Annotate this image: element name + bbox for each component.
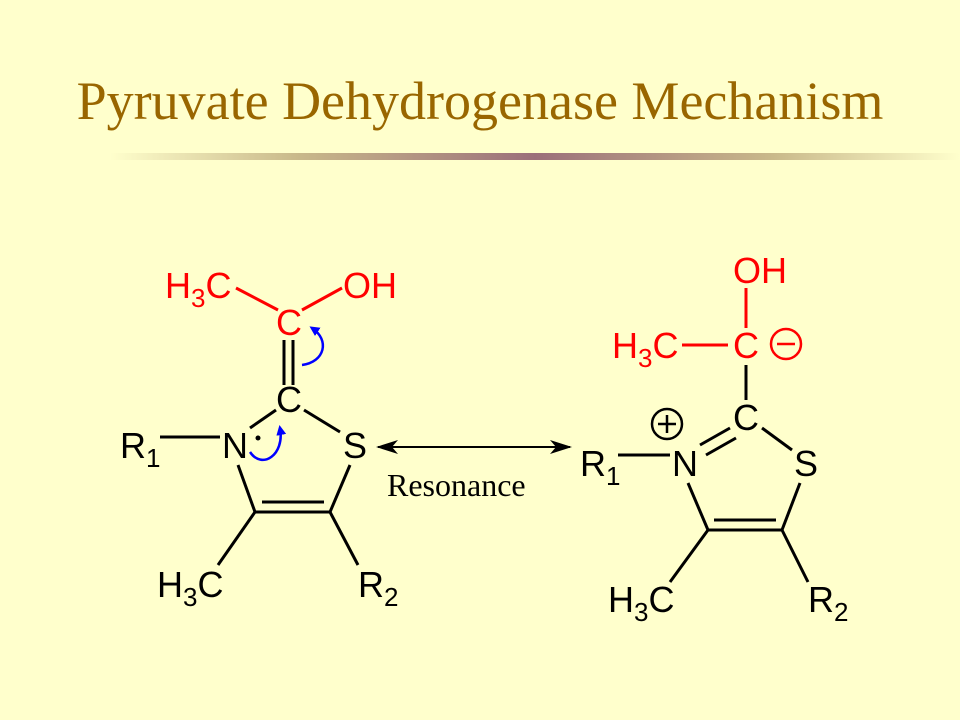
left-structure: H3C OH C C N S R1 H3C R2	[120, 265, 398, 612]
right-positive-charge-icon	[650, 407, 684, 441]
right-bond-c2-n-b	[705, 436, 737, 457]
left-bond-c4-ch3	[216, 511, 257, 566]
left-c-alpha: C	[276, 302, 302, 343]
resonance-arrow-group: Resonance	[376, 440, 572, 503]
right-c2: C	[733, 397, 759, 438]
title-divider	[110, 153, 960, 160]
right-bond-s-c5	[780, 482, 802, 531]
left-h3c-top: H3C	[165, 265, 231, 313]
left-n-dot	[255, 435, 261, 441]
right-bond-c4-ch3	[668, 529, 710, 583]
left-bond-s-c5	[328, 464, 352, 513]
left-bond-n-c4	[236, 464, 257, 513]
right-c-alpha: C	[733, 325, 759, 366]
left-r2: R2	[358, 564, 398, 612]
right-h3c-top: H3C	[612, 325, 678, 373]
left-h3c-bottom: H3C	[157, 564, 223, 612]
left-s: S	[343, 425, 367, 466]
right-r1: R1	[580, 443, 620, 491]
left-c2: C	[276, 379, 302, 420]
right-oh: OH	[733, 250, 787, 291]
left-r1: R1	[120, 425, 160, 473]
left-bond-h3c-c	[235, 286, 279, 312]
right-structure: OH H3C C C N S R1 H3C R2	[580, 250, 848, 627]
right-bond-c2-s	[761, 426, 793, 452]
left-n: N	[222, 425, 248, 466]
left-bond-c5-r2	[328, 511, 360, 566]
right-h3c-bottom: H3C	[608, 579, 674, 627]
right-negative-charge-icon	[769, 327, 803, 361]
right-s: S	[794, 443, 818, 484]
left-oh: OH	[343, 265, 397, 306]
right-n: N	[672, 443, 698, 484]
right-bond-c2-n-a	[699, 426, 731, 447]
left-bond-c2-n	[249, 408, 277, 430]
right-r2: R2	[808, 579, 848, 627]
left-curved-arrow-bottom	[248, 425, 287, 462]
left-bond-c2-s	[303, 408, 341, 434]
right-bond-n-c4	[686, 482, 710, 531]
left-curved-arrow-top	[301, 326, 325, 367]
resonance-label: Resonance	[387, 467, 526, 503]
slide-title: Pyruvate Dehydrogenase Mechanism	[76, 71, 884, 131]
left-bond-c-oh	[301, 286, 343, 312]
right-bond-c5-r2	[780, 529, 810, 583]
